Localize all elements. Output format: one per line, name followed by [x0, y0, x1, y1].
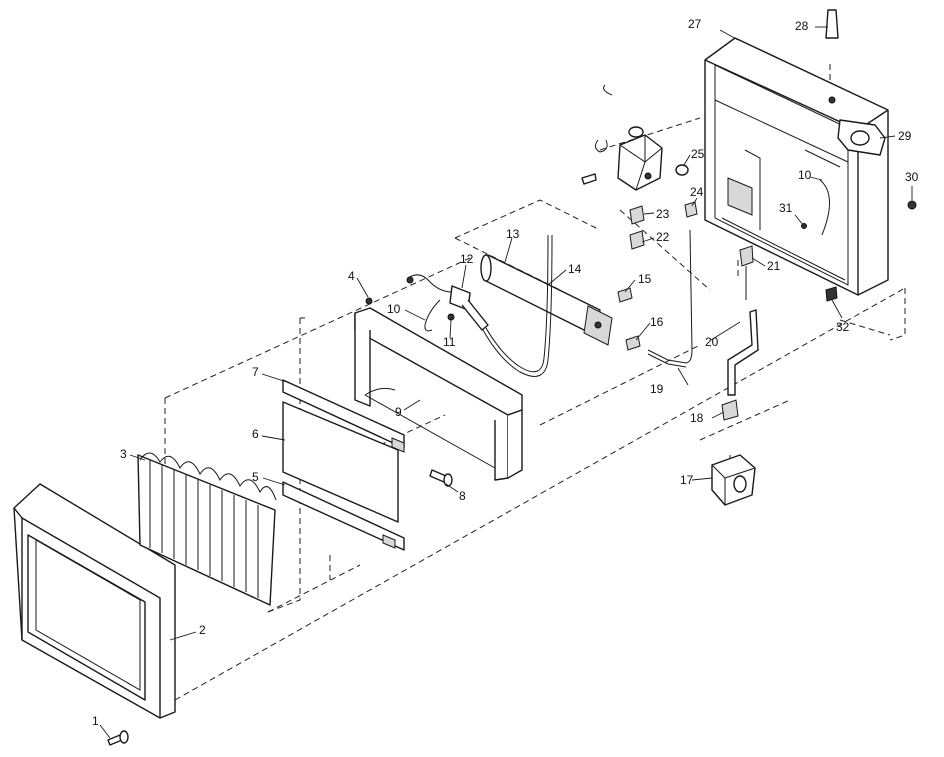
burner-frame: [354, 307, 523, 481]
screw-8: [429, 469, 453, 487]
label-part-25: 25: [691, 147, 705, 161]
elbow-fitting-24: [684, 201, 698, 218]
valve-fitting-23: [629, 205, 645, 225]
label-part-23: 23: [656, 207, 670, 221]
label-part-22: 22: [656, 230, 670, 244]
gas-control-valve: [581, 84, 663, 191]
screw-30: [907, 200, 917, 210]
label-part-14: 14: [568, 262, 582, 276]
gas-supply-tube: [727, 309, 759, 396]
igniter-28: [825, 9, 839, 104]
label-part-10-cabinet: 10: [798, 168, 812, 182]
label-part-7: 7: [252, 365, 259, 379]
label-part-9: 9: [395, 405, 402, 419]
fitting-21: [739, 245, 754, 300]
label-part-20: 20: [705, 335, 719, 349]
nut-32: [825, 286, 838, 302]
label-part-15: 15: [638, 272, 652, 286]
label-part-32: 32: [836, 320, 850, 334]
pilot-screw: [447, 313, 455, 321]
part-number-labels: 1 2 3 4 5 6 7 8 9 10 11 12 13 14 15 16 1…: [92, 17, 919, 728]
label-part-17: 17: [680, 473, 694, 487]
ceramic-plaque: [282, 401, 399, 523]
control-knob: [675, 164, 689, 176]
label-part-16: 16: [650, 315, 664, 329]
label-part-6: 6: [252, 427, 259, 441]
screw-4: [365, 297, 373, 305]
label-part-2: 2: [199, 623, 206, 637]
label-part-21: 21: [767, 259, 781, 273]
label-part-30: 30: [905, 170, 919, 184]
fitting-15: [617, 287, 633, 303]
mounting-bracket-29: [837, 119, 886, 156]
front-cover-panel: [13, 483, 176, 719]
pilot-tube: [482, 234, 553, 377]
inlet-fitting-18: [721, 399, 739, 421]
back-cabinet: [704, 37, 889, 296]
label-part-13: 13: [506, 227, 520, 241]
thermocouple-tube: [647, 229, 693, 368]
thermocouple-lead-left: [424, 299, 441, 332]
label-part-19: 19: [650, 382, 664, 396]
burner-tube: [480, 254, 613, 346]
valve-fitting-22: [629, 230, 645, 250]
radiant-grill: [137, 452, 277, 606]
label-part-5: 5: [252, 470, 259, 484]
label-part-12: 12: [460, 252, 474, 266]
label-part-3: 3: [120, 447, 127, 461]
label-part-8: 8: [459, 489, 466, 503]
label-part-10-pilot: 10: [387, 302, 401, 316]
inlet-block-17: [711, 454, 756, 506]
label-part-28: 28: [795, 19, 809, 33]
label-part-4: 4: [348, 269, 355, 283]
label-part-11: 11: [443, 335, 456, 349]
label-part-29: 29: [898, 129, 912, 143]
leader-lines: [99, 26, 913, 739]
screw-1: [107, 730, 129, 746]
lower-plaque-bracket: [282, 481, 405, 551]
label-part-1: 1: [92, 714, 99, 728]
upper-plaque-bracket: [282, 379, 405, 453]
label-part-31: 31: [779, 201, 793, 215]
label-part-24: 24: [690, 185, 704, 199]
label-part-27: 27: [688, 17, 702, 31]
pilot-assembly: [406, 274, 489, 331]
label-part-18: 18: [690, 411, 704, 425]
